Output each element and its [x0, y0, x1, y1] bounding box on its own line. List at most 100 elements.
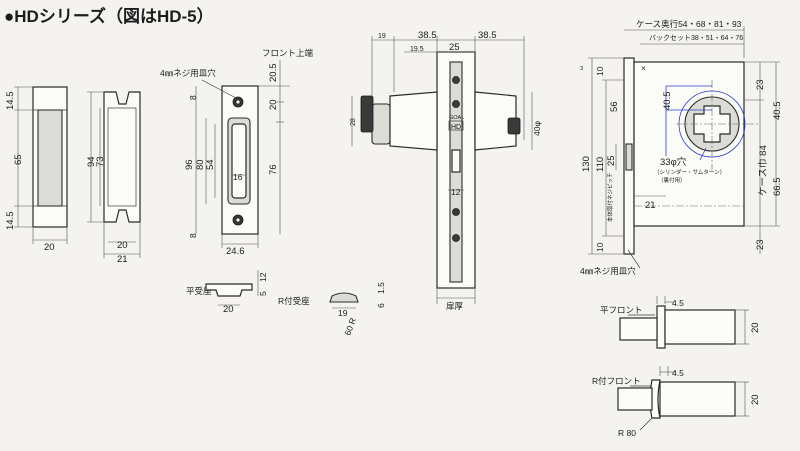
r-front-case: [659, 381, 736, 417]
flat-strike-outline: [205, 283, 253, 297]
dim-strike-5: 5: [258, 291, 268, 296]
dim-front-96: 96: [184, 159, 195, 170]
view-r-front: R付フロント 4.5 20 R 80: [592, 366, 761, 438]
view-front-plate: 4㎜ネジ用皿穴 8 96 80 54 8 16 24.6 フロント上端 20.5…: [160, 48, 314, 257]
dim-case-130: 130: [581, 156, 592, 172]
view-flat-front: 平フロント 4.5 20: [600, 296, 761, 349]
dim-case-56: 56: [609, 101, 620, 112]
dim-case-40-5-r: 40.5: [772, 102, 783, 121]
dim-front-20-5: 20.5: [268, 64, 279, 83]
dim-case-10-top: 10: [595, 66, 605, 76]
screw-icon: [452, 208, 460, 216]
dim-side-19: 19: [378, 33, 386, 40]
label-case-depth: ケース奥行54・68・81・93: [636, 19, 742, 29]
dim-front-8-top: 8: [188, 95, 198, 100]
label-cylinder-note2: （裏付用）: [658, 176, 686, 184]
dim-rstrike-6: 6: [376, 303, 386, 308]
dim-mid-21: 21: [117, 254, 128, 265]
page-title: ●HDシリーズ（図はHD-5）: [4, 6, 214, 26]
dim-rfront-20: 20: [750, 394, 761, 405]
dim-front-24-6: 24.6: [226, 246, 245, 257]
dim-case-23-bot: 23: [755, 239, 766, 250]
latch-tongue: [625, 143, 633, 171]
strike-slotted-outline: [103, 91, 141, 223]
dim-case-23-top: 23: [755, 79, 766, 90]
view-side-door: GOAL HD 19 38.5 38.5 19.5 25 28 40φ 12: [350, 30, 542, 311]
flat-front-case: [664, 309, 736, 345]
view-lock-case: ケース奥行54・68・81・93 バックセット38・51・64・76 × 33φ…: [580, 19, 783, 276]
screw-icon: [452, 234, 460, 242]
dim-left-65: 65: [13, 154, 24, 165]
dim-rfront-4-5: 4.5: [672, 368, 684, 378]
label-flat-strike: 平受座: [186, 286, 212, 296]
latch-slot: [451, 149, 461, 173]
label-cylinder-hole: 33φ穴: [660, 156, 687, 168]
dim-left-14-5-bot: 14.5: [5, 212, 16, 231]
rose-right: [474, 91, 517, 151]
label-model: HD: [451, 124, 461, 131]
label-mount-pitch: 本体取付ネジピッチ: [606, 172, 614, 222]
view-strike-slotted: 94 73 20 21: [86, 91, 141, 265]
dim-side-38-5-r: 38.5: [478, 30, 497, 41]
dim-front-16: 16: [233, 172, 243, 182]
dim-case-25: 25: [606, 155, 617, 166]
r-front-latch: [617, 387, 653, 411]
dim-case-66-5: 66.5: [772, 178, 783, 197]
dim-side-38-5-l: 38.5: [418, 30, 437, 41]
dim-front-76: 76: [268, 164, 279, 175]
cylinder-icon: [507, 117, 521, 135]
thumbturn-knob: [360, 95, 374, 133]
dim-front-8-bot: 8: [188, 233, 198, 238]
dim-flatfront-4-5: 4.5: [672, 298, 684, 308]
dim-case-40-5-l: 40.5: [662, 92, 673, 111]
label-door-thickness: 扉厚: [446, 301, 464, 311]
dim-rstrike-19: 19: [338, 308, 348, 318]
flat-front-plate: [656, 305, 666, 349]
dim-rstrike-1-5: 1.5: [376, 282, 386, 294]
dim-side-28: 28: [350, 118, 357, 126]
rose-left: [389, 91, 438, 151]
label-screw-hole-case: 4㎜ネジ用皿穴: [580, 266, 636, 276]
dim-mid-94: 94: [86, 156, 97, 167]
label-r-strike: R付受座: [278, 296, 310, 306]
dim-strike-20: 20: [223, 304, 234, 315]
view-strike-box: 14.5 65 14.5 20: [5, 86, 68, 253]
dim-case-3: 3: [580, 66, 583, 72]
screw-icon: [452, 100, 460, 108]
label-x-mark: ×: [641, 63, 646, 73]
label-cylinder-note: （シリンダー・サムターン）: [654, 168, 725, 176]
view-r-strike: R付受座 1.5 6 19 60 R: [278, 282, 386, 337]
label-brand: GOAL: [449, 115, 464, 121]
dim-mid-73: 73: [95, 156, 106, 167]
label-screw-hole-front: 4㎜ネジ用皿穴: [160, 68, 216, 78]
dim-flatfront-20: 20: [750, 322, 761, 333]
dim-case-110: 110: [595, 157, 606, 172]
dim-left-20: 20: [44, 242, 55, 253]
label-flat-front: 平フロント: [600, 305, 643, 315]
dim-front-20: 20: [268, 99, 279, 110]
dim-side-25: 25: [449, 42, 460, 53]
r-strike-outline: [329, 292, 359, 303]
label-backset: バックセット38・51・64・76: [649, 34, 743, 42]
dim-side-12: 12: [451, 187, 461, 197]
dim-strike-12: 12: [258, 272, 268, 282]
dim-case-10-bot: 10: [595, 242, 605, 252]
dim-front-54: 54: [205, 159, 216, 170]
label-front-top: フロント上端: [262, 48, 314, 58]
dim-side-19-5: 19.5: [410, 46, 424, 53]
dim-mid-20: 20: [117, 240, 128, 251]
strike-box-inner: [37, 109, 63, 207]
thumbturn-body: [371, 103, 391, 145]
dim-case-21: 21: [645, 200, 656, 211]
label-case-width: ケース巾 84: [757, 145, 769, 196]
strike-slotted-inner: [107, 107, 137, 207]
dim-front-80: 80: [195, 159, 206, 170]
view-flat-strike: 平受座 12 5 20: [186, 270, 268, 315]
flat-front-latch: [619, 317, 658, 341]
screw-icon: [452, 76, 460, 84]
label-r80: R 80: [618, 428, 636, 438]
dim-r60: 60 R: [342, 316, 358, 336]
label-r-front: R付フロント: [592, 376, 641, 386]
